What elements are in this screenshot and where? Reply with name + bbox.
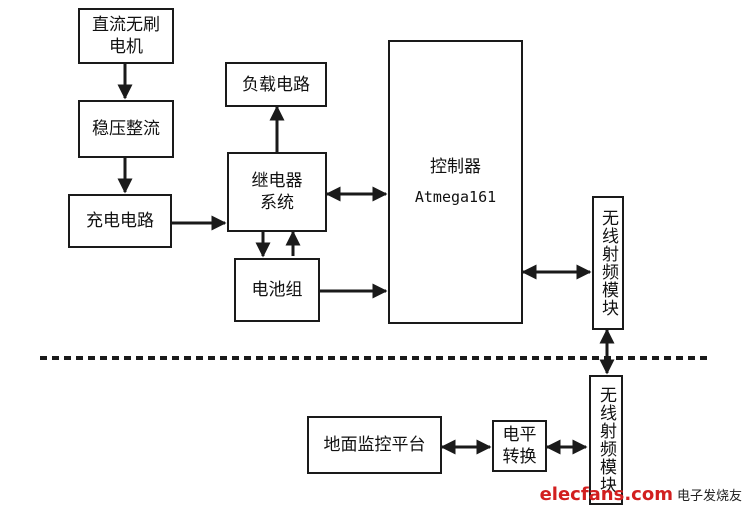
controller-model: Atmega161 [414, 188, 497, 206]
bldc-motor-line2: 电机 [109, 37, 143, 57]
load-circuit-block: 负载电路 [225, 62, 327, 107]
regulator-block: 稳压整流 [78, 100, 174, 158]
watermark: elecfans.com 电子发烧友 [540, 484, 742, 505]
regulator-label: 稳压整流 [92, 119, 160, 139]
load-label: 负载电路 [242, 74, 310, 95]
battery-pack-block: 电池组 [234, 258, 320, 322]
bldc-motor-line1: 直流无刷 [92, 15, 160, 35]
controller-line1: 控制器 [430, 157, 481, 177]
ground-label: 地面监控平台 [323, 435, 426, 455]
relay-line1: 继电器 [251, 171, 303, 191]
rf-upper-label: 无线射频模块 [598, 209, 618, 317]
rf-module-lower-block: 无线射频模块 [589, 375, 623, 505]
relay-line2: 系统 [260, 193, 294, 213]
level-line1: 电平 [502, 425, 537, 445]
rf-lower-label: 无线射频模块 [596, 386, 616, 494]
level-shift-block: 电平 转换 [492, 420, 547, 472]
battery-label: 电池组 [251, 280, 303, 300]
ground-monitor-block: 地面监控平台 [307, 416, 442, 474]
charging-label: 充电电路 [86, 211, 154, 231]
watermark-logo: elecfans.com [539, 484, 673, 505]
relay-system-block: 继电器 系统 [227, 152, 327, 232]
bldc-motor-block: 直流无刷 电机 [78, 8, 174, 64]
controller-block: 控制器 Atmega161 [388, 40, 523, 324]
charging-circuit-block: 充电电路 [68, 194, 172, 248]
level-line2: 转换 [502, 447, 537, 467]
watermark-sub: 电子发烧友 [676, 489, 742, 504]
rf-module-upper-block: 无线射频模块 [592, 196, 624, 330]
